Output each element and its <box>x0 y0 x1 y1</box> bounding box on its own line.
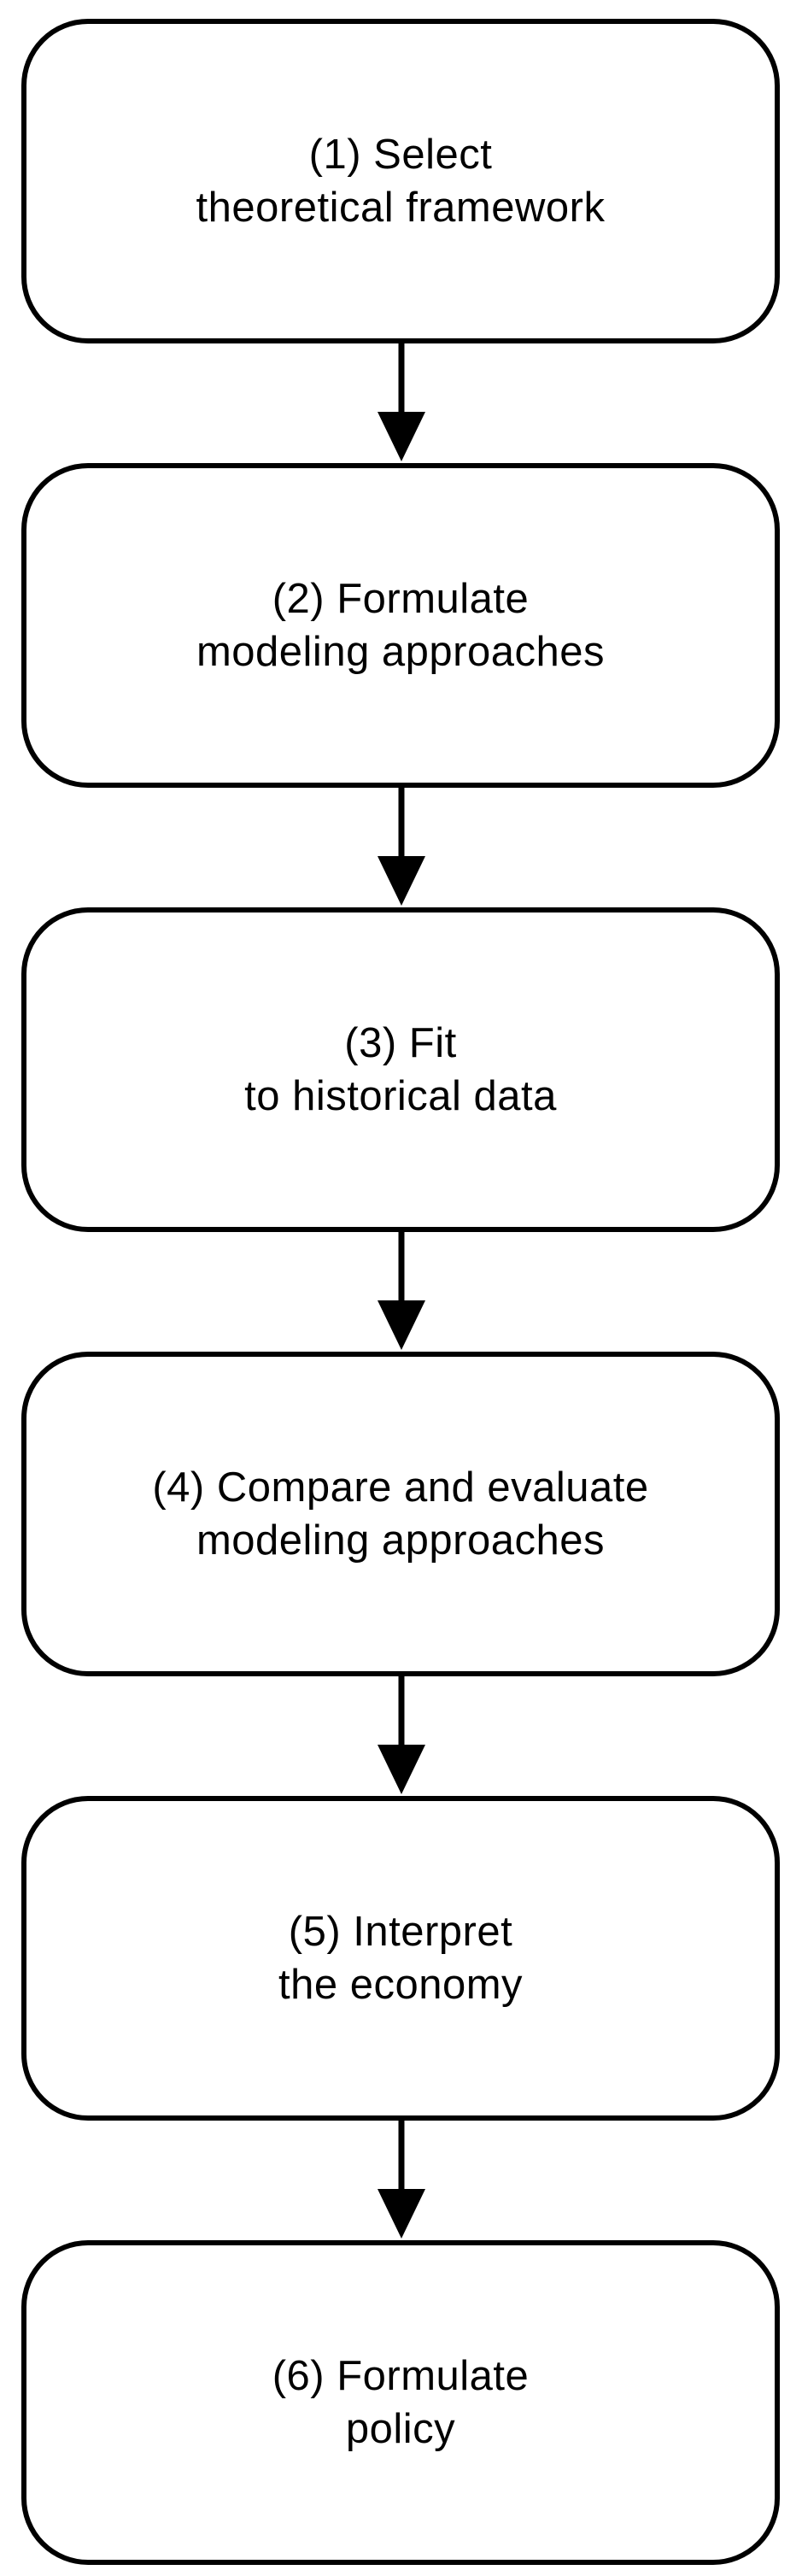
step-1-title: (1) Select <box>308 132 493 178</box>
arrow-4-to-5 <box>374 1676 429 1796</box>
arrow-5-to-6 <box>374 2121 429 2240</box>
step-2-subtitle: modeling approaches <box>196 629 606 675</box>
step-5-box: (5) Interpret the economy <box>21 1796 780 2121</box>
down-arrow-icon <box>378 788 425 906</box>
step-3-subtitle: to historical data <box>244 1073 557 1119</box>
step-6-title: (6) Formulate <box>272 2353 530 2399</box>
step-1-box: (1) Select theoretical framework <box>21 19 780 343</box>
step-4-box: (4) Compare and evaluate modeling approa… <box>21 1352 780 1676</box>
step-2-title: (2) Formulate <box>272 576 530 622</box>
down-arrow-icon <box>378 1676 425 1794</box>
step-4-subtitle: modeling approaches <box>196 1517 606 1564</box>
step-5-subtitle: the economy <box>278 1962 524 2008</box>
step-6-subtitle: policy <box>345 2406 456 2452</box>
arrow-3-to-4 <box>374 1232 429 1352</box>
arrow-1-to-2 <box>374 343 429 463</box>
step-3-box: (3) Fit to historical data <box>21 907 780 1232</box>
down-arrow-icon <box>378 343 425 461</box>
step-5-title: (5) Interpret <box>288 1909 513 1955</box>
step-6-box: (6) Formulate policy <box>21 2240 780 2565</box>
step-3-title: (3) Fit <box>344 1020 457 1066</box>
step-1-subtitle: theoretical framework <box>196 185 606 231</box>
down-arrow-icon <box>378 1232 425 1350</box>
down-arrow-icon <box>378 2121 425 2239</box>
step-4-title: (4) Compare and evaluate <box>152 1464 649 1511</box>
arrow-2-to-3 <box>374 788 429 907</box>
step-2-box: (2) Formulate modeling approaches <box>21 463 780 788</box>
